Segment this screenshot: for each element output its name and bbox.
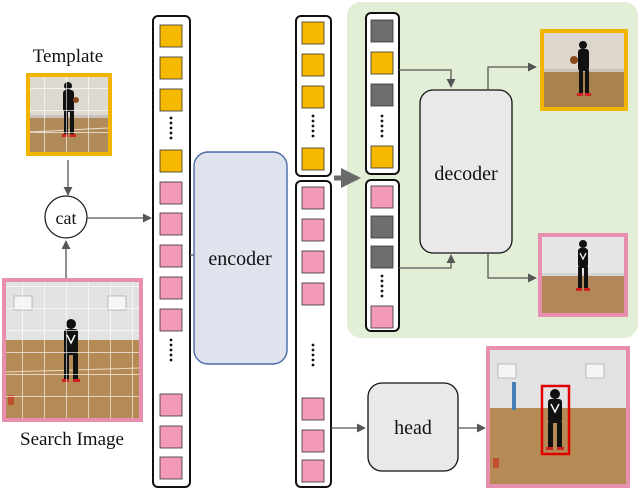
template-token [159, 24, 183, 48]
ellipsis-dot [169, 136, 173, 140]
ellipsis-dot [311, 348, 315, 352]
masked-token [370, 245, 394, 269]
reconstructed-template-image [540, 29, 628, 111]
ellipsis-dot [380, 124, 384, 128]
search-token [301, 282, 325, 306]
decoder-label: decoder [434, 163, 498, 185]
ellipsis-dot [380, 294, 384, 298]
template-token [159, 149, 183, 173]
search-token [301, 459, 325, 483]
ellipsis-dot [169, 126, 173, 130]
ellipsis-dot [311, 358, 315, 362]
search-token [159, 244, 183, 268]
search-image-label: Search Image [20, 429, 124, 450]
ellipsis-dot [311, 343, 315, 347]
ellipsis-dot [311, 114, 315, 118]
ellipsis-dot [169, 348, 173, 352]
decoder-search-output-arrow [487, 253, 537, 283]
template-label: Template [33, 46, 103, 67]
ellipsis-dot [380, 134, 384, 138]
reconstructed-search-image [538, 233, 628, 317]
head-label: head [394, 417, 432, 439]
template-token [159, 56, 183, 80]
ellipsis-dot [380, 279, 384, 283]
search-token [301, 186, 325, 210]
encoder-label: encoder [208, 248, 272, 270]
decoder-search-column [365, 179, 400, 332]
template-token [301, 147, 325, 171]
search-token [159, 393, 183, 417]
predicted-bounding-box [540, 384, 571, 456]
input-token-column [152, 15, 191, 488]
ellipsis-dot [311, 119, 315, 123]
ellipsis-dot [380, 114, 384, 118]
ellipsis-dot [380, 289, 384, 293]
template-token [370, 51, 394, 75]
search-token [159, 181, 183, 205]
ellipsis-dot [311, 353, 315, 357]
decoder-block: decoder [419, 89, 513, 254]
cat-label: cat [56, 208, 77, 228]
search-image [2, 278, 143, 422]
search-token [159, 212, 183, 236]
ellipsis-dot [380, 274, 384, 278]
ellipsis-dot [311, 134, 315, 138]
search-token [159, 425, 183, 449]
template-token [370, 145, 394, 169]
template-token [301, 53, 325, 77]
search-token [301, 397, 325, 421]
search-token [301, 429, 325, 453]
search-token [159, 276, 183, 300]
ellipsis-dot [169, 353, 173, 357]
search-token [370, 305, 394, 329]
encoded-search-column [295, 180, 332, 488]
ellipsis-dot [380, 129, 384, 133]
tracking-result-image [486, 346, 630, 488]
template-image [26, 73, 112, 156]
search-token [370, 185, 394, 209]
ellipsis-dot [380, 284, 384, 288]
ellipsis-dot [169, 358, 173, 362]
ellipsis-dot [169, 343, 173, 347]
masked-token [370, 19, 394, 43]
ellipsis-dot [169, 338, 173, 342]
masked-token [370, 215, 394, 239]
cat-node: cat [44, 195, 88, 239]
ellipsis-dot [311, 363, 315, 367]
ellipsis-dot [311, 124, 315, 128]
encoder-block: encoder [193, 151, 288, 365]
search-token [159, 456, 183, 480]
ellipsis-dot [311, 129, 315, 133]
decoder-search-input-arrow [399, 254, 456, 269]
ellipsis-dot [169, 116, 173, 120]
search-token [159, 308, 183, 332]
ellipsis-dot [169, 121, 173, 125]
encoded-template-column [295, 15, 332, 177]
decoder-template-column [365, 12, 400, 175]
decoder-template-input-arrow [399, 69, 456, 88]
template-token [159, 88, 183, 112]
template-token [301, 85, 325, 109]
template-token [301, 21, 325, 45]
head-block: head [367, 382, 459, 472]
search-token [301, 218, 325, 242]
masked-token [370, 83, 394, 107]
decoder-template-output-arrow [487, 62, 537, 90]
ellipsis-dot [169, 131, 173, 135]
search-token [301, 250, 325, 274]
ellipsis-dot [380, 119, 384, 123]
